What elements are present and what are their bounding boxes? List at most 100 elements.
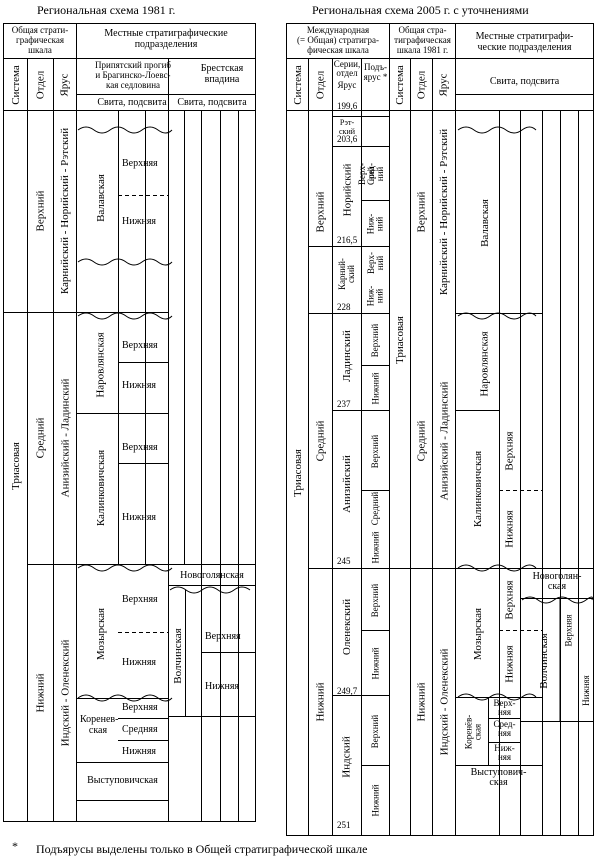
left-korenevskaya: Коренев- ская: [80, 714, 119, 736]
left-col-series: Отдел: [34, 70, 47, 99]
right-age-249: 249,7: [337, 686, 358, 696]
left-kalink-upper: Верхняя: [122, 442, 158, 453]
right-series-upper: Верхний: [314, 191, 327, 233]
right-koren-upper: Верх- няя: [493, 698, 516, 717]
right-age-228: 228: [337, 302, 351, 312]
left-narovlyanskaya: Наровлянская: [95, 332, 107, 398]
left-mozyr-lower: Нижняя: [122, 657, 157, 668]
right-international-header: Международная (= Общая) стратигра- фичес…: [297, 25, 379, 55]
left-valav-upper: Верхняя: [122, 158, 158, 169]
right-1981-stage-carnian-rhaetian: Карнийский - Норийский - Рэтский: [438, 128, 450, 296]
right-korenevskaya: Коренёв- ская: [463, 714, 483, 750]
right-col-series: Отдел: [314, 70, 327, 99]
right-anisian-lower: Нижний: [370, 531, 381, 563]
right-narovlyanskaya: Наровлянская: [479, 331, 491, 397]
right-stage-olenekian: Оленекский: [341, 598, 353, 656]
left-narov-upper: Верхняя: [122, 340, 158, 351]
left-valav-lower: Нижняя: [122, 216, 157, 227]
right-col-series-2: Отдел: [415, 70, 428, 99]
right-col-system-2: Система: [394, 64, 407, 105]
right-volch-upper: Верхняя: [564, 613, 574, 647]
right-carnian-lower: Ниж- ний: [365, 285, 385, 307]
right-norian-middle: Сред- ний: [365, 163, 385, 185]
left-title: Региональная схема 1981 г.: [37, 3, 176, 17]
right-local-units-header: Местные стратиграфи- ческие подразделени…: [475, 31, 574, 53]
right-olenekian-upper: Верхний: [370, 583, 381, 617]
left-stage-carnian-rhaetian: Карнийский - Норийский - Рэтский: [59, 127, 71, 295]
right-stage-induan: Индский: [341, 736, 353, 778]
right-age-203: 203,6: [337, 134, 358, 144]
left-local-units-header: Местные стратиграфические подразделения: [104, 28, 228, 50]
right-1981-system-trias: Триасовая: [394, 315, 407, 364]
left-series-lower: Нижний: [34, 673, 47, 713]
right-vystupovichskaya: Выступович- ская: [470, 767, 527, 788]
left-narov-lower: Нижняя: [122, 380, 157, 391]
right-suite-header: Свита, подсвита: [489, 76, 560, 87]
right-norian-lower: Ниж- ний: [365, 213, 385, 235]
right-anisian-middle: Средний: [370, 491, 381, 525]
right-series-middle: Средний: [314, 420, 327, 462]
right-1981-series-lower: Нижний: [415, 682, 428, 722]
right-system-trias: Триасовая: [291, 449, 304, 497]
left-suite-header-2: Свита, подсвита: [177, 97, 247, 108]
left-stage-anisian-ladinian: Анизийский - Ладинский: [59, 378, 71, 498]
right-1981-series-upper: Верхний: [415, 191, 428, 233]
left-series-upper: Верхний: [34, 190, 47, 232]
right-stage-carnian: Карний- ский: [337, 258, 357, 290]
right-carnian-upper: Верх- ний: [365, 252, 385, 274]
left-stage-induan-olenekian: Индский - Оленекский: [59, 639, 71, 747]
right-stage-rhaetian: Рэт- ский: [339, 118, 355, 136]
right-col-system: Система: [291, 64, 304, 105]
right-stage-ladinian: Ладинский: [341, 330, 353, 382]
right-1981-stage-induan-olenekian: Индский - Оленекский: [438, 648, 450, 756]
right-1981-stage-anisian-ladinian: Анизийский - Ладинский: [438, 381, 450, 501]
right-col-stage: Ярус: [337, 80, 357, 90]
left-novogolyanskaya: Новоголянская: [180, 570, 244, 581]
right-age-237: 237: [337, 399, 351, 409]
right-ladinian-upper: Верхний: [370, 323, 381, 357]
right-volchinskaya: Волчинская: [538, 633, 550, 689]
right-volch-lower: Нижняя: [580, 674, 591, 706]
right-olenekian-lower: Нижний: [370, 647, 381, 679]
right-kalink-lower: Нижняя: [504, 510, 516, 548]
left-kalink-lower: Нижняя: [122, 512, 157, 523]
right-1981-series-middle: Средний: [415, 420, 428, 462]
left-suite-header-1: Свита, подсвита: [97, 97, 167, 108]
right-koren-middle: Сред- няя: [493, 719, 516, 738]
right-mozyrskaya: Мозырская: [472, 607, 484, 661]
right-general-1981-header: Общая стра- тиграфическая шкала 1981 г.: [394, 25, 451, 55]
right-title: Региональная схема 2005 г. с уточнениями: [312, 3, 529, 17]
right-induan-lower: Нижний: [370, 784, 381, 816]
right-kalinkovichskaya: Калинковичская: [472, 450, 484, 528]
right-col-substage: Подъ- ярус *: [363, 62, 388, 82]
left-koren-lower: Нижняя: [122, 746, 157, 757]
right-valavskaya: Валавская: [479, 198, 492, 247]
right-age-251: 251: [337, 820, 351, 830]
left-volchinskaya: Волчинская: [171, 628, 184, 684]
footnote-mark: *: [12, 839, 18, 853]
left-col-system: Система: [9, 64, 22, 105]
right-koren-lower: Ниж- няя: [494, 743, 515, 762]
right-stage-norian: Норийский: [341, 163, 353, 217]
left-series-middle: Средний: [34, 417, 47, 459]
left-pripyat-header: Припятский прогиб и Брагинско-Лоевс- кая…: [95, 60, 171, 90]
right-age-199: 199,6: [337, 101, 358, 111]
left-valavskaya: Валавская: [95, 173, 108, 222]
left-kalinkovichskaya: Калинковичская: [95, 449, 107, 527]
left-col-stage: Ярус: [59, 72, 72, 97]
right-col-stage-2: Ярус: [438, 72, 451, 97]
left-general-scale-header: Общая страти- графическая шкала: [11, 25, 69, 55]
left-koren-upper: Верхняя: [122, 702, 158, 713]
right-col-ages: Серии, отдел: [333, 59, 361, 78]
left-vystupovichskaya: Выступовичская: [87, 775, 158, 786]
left-mozyr-upper: Верхняя: [122, 594, 158, 605]
right-series-lower: Нижний: [314, 682, 327, 722]
left-koren-middle: Средняя: [122, 724, 158, 735]
right-novogolyanskaya: Новоголян- ская: [532, 571, 582, 592]
right-age-216: 216,5: [337, 235, 358, 245]
right-ladinian-lower: Нижний: [370, 372, 381, 404]
left-system-trias: Триасовая: [9, 442, 22, 490]
right-mozyr-upper: Верхняя: [504, 580, 517, 620]
right-induan-upper: Верхний: [370, 714, 381, 748]
